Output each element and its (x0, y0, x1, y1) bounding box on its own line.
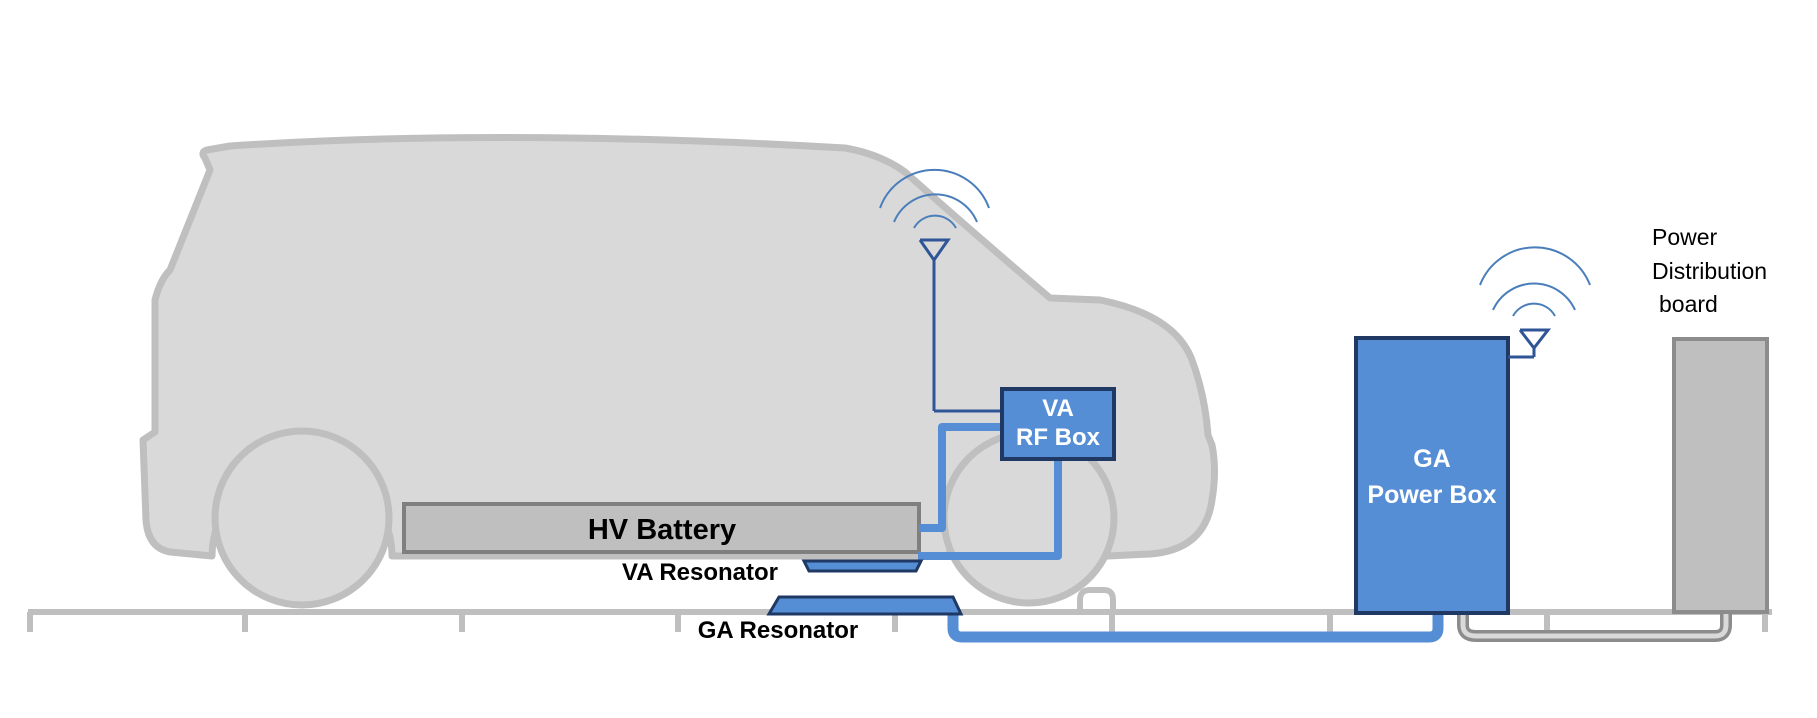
wifi-signal-icon (879, 168, 990, 229)
ground-cable-loop (1077, 587, 1116, 612)
power-distribution-board (1672, 337, 1769, 614)
wifi-signal-icon (1479, 246, 1591, 317)
ga-power-box-label-line2: Power Box (1367, 481, 1496, 509)
pdb-label-line3: board (1659, 291, 1718, 317)
ga-resonator (766, 595, 964, 616)
va-rf-box (1000, 387, 1116, 461)
pdb-label-line1: Power (1652, 224, 1718, 250)
rfbox-resonator-cable (918, 460, 1062, 560)
va-resonator-label: VA Resonator (622, 559, 778, 586)
va-resonator (801, 559, 924, 573)
ga-resonator-label: GA Resonator (698, 617, 858, 644)
antenna-icon (1508, 328, 1552, 359)
va-rf-box-label-line1: VA (1042, 395, 1074, 422)
battery-rfbox-cable (919, 423, 1002, 532)
va-rf-box-label-line2: RF Box (1016, 424, 1101, 451)
hv-battery (402, 502, 921, 554)
antenna-icon (918, 238, 1002, 413)
ga-power-box-label-line1: GA (1413, 445, 1451, 473)
rear-wheel (211, 427, 393, 609)
ga-power-cable (947, 612, 1444, 643)
hv-battery-label: HV Battery (588, 514, 736, 546)
ac-supply-cable (1457, 612, 1732, 642)
pdb-label-line2: Distribution (1652, 258, 1767, 284)
ga-power-box (1354, 336, 1510, 615)
